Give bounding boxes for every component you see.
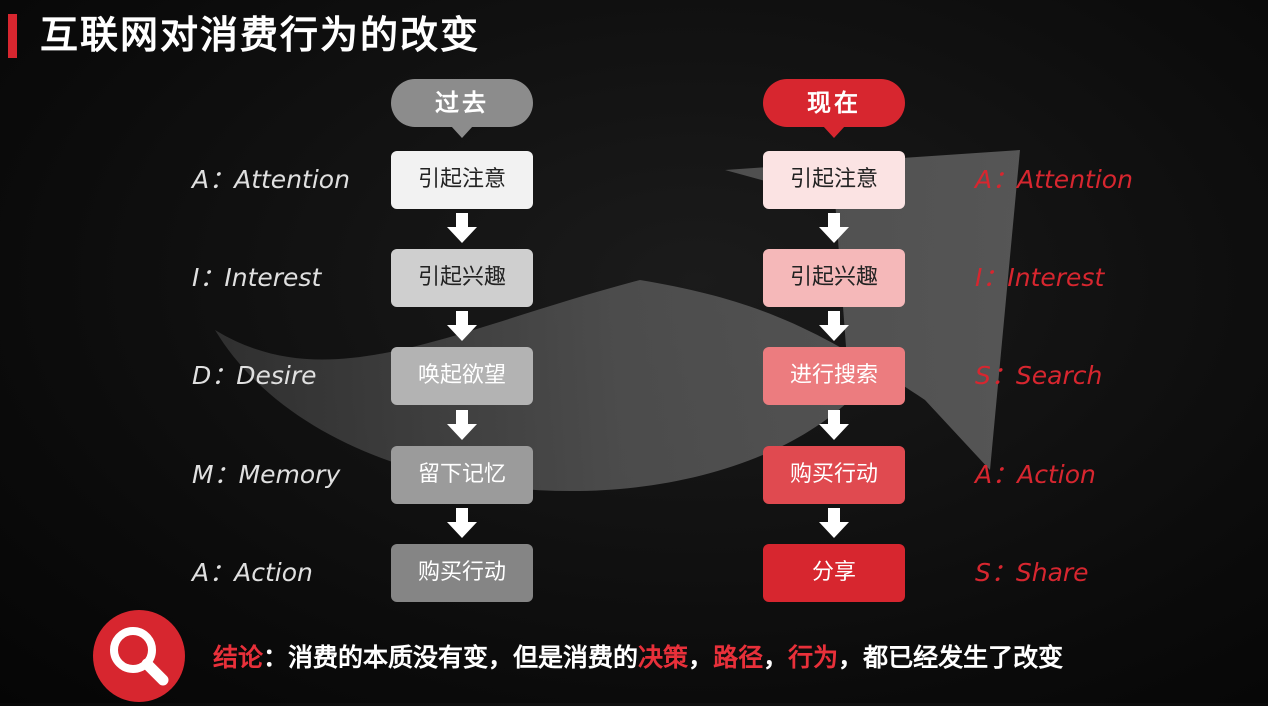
conclusion-body-1: 消费的本质没有变，但是消费的 <box>288 643 639 672</box>
page-title: 互联网对消费行为的改变 <box>40 13 481 57</box>
now-step-5: 分享 <box>763 544 905 602</box>
now-label-action: A：Action <box>975 460 1096 489</box>
conclusion-body-2: ，都已经发生了改变 <box>838 643 1064 672</box>
conclusion-highlight-decision: 决策 <box>638 643 689 672</box>
now-label-share: S：Share <box>975 558 1089 587</box>
conclusion-text: 结论：消费的本质没有变，但是消费的决策，路径，行为，都已经发生了改变 <box>213 640 1063 676</box>
conclusion-colon: ： <box>263 643 289 672</box>
down-arrow-icon <box>447 410 477 440</box>
search-badge <box>93 610 185 702</box>
past-label-attention: A：Attention <box>192 165 350 194</box>
conclusion-separator: ， <box>688 643 714 672</box>
now-label-search: S：Search <box>975 361 1103 390</box>
down-arrow-icon <box>819 311 849 341</box>
down-arrow-icon <box>447 213 477 243</box>
past-step-4: 留下记忆 <box>391 446 533 504</box>
now-step-2: 引起兴趣 <box>763 249 905 307</box>
past-step-5: 购买行动 <box>391 544 533 602</box>
past-step-1: 引起注意 <box>391 151 533 209</box>
past-label-action: A：Action <box>192 558 313 587</box>
past-label-memory: M：Memory <box>192 460 341 489</box>
conclusion-highlight-path: 路径 <box>713 643 764 672</box>
conclusion-highlight-behavior: 行为 <box>788 643 839 672</box>
past-step-3: 唤起欲望 <box>391 347 533 405</box>
now-step-3: 进行搜索 <box>763 347 905 405</box>
past-label-interest: I：Interest <box>192 263 322 292</box>
now-tag: 现在 <box>763 79 905 127</box>
conclusion-separator: ， <box>763 643 789 672</box>
down-arrow-icon <box>819 410 849 440</box>
now-step-1: 引起注意 <box>763 151 905 209</box>
title-accent-bar <box>8 14 17 58</box>
past-tag-pointer <box>451 126 473 138</box>
now-step-4: 购买行动 <box>763 446 905 504</box>
past-label-desire: D：Desire <box>192 361 317 390</box>
past-step-2: 引起兴趣 <box>391 249 533 307</box>
now-tag-pointer <box>823 126 845 138</box>
down-arrow-icon <box>447 508 477 538</box>
search-icon <box>110 627 169 686</box>
down-arrow-icon <box>447 311 477 341</box>
conclusion-prefix: 结论 <box>213 643 264 672</box>
down-arrow-icon <box>819 508 849 538</box>
now-label-interest: I：Interest <box>975 263 1105 292</box>
down-arrow-icon <box>819 213 849 243</box>
past-tag: 过去 <box>391 79 533 127</box>
now-label-attention: A：Attention <box>975 165 1133 194</box>
